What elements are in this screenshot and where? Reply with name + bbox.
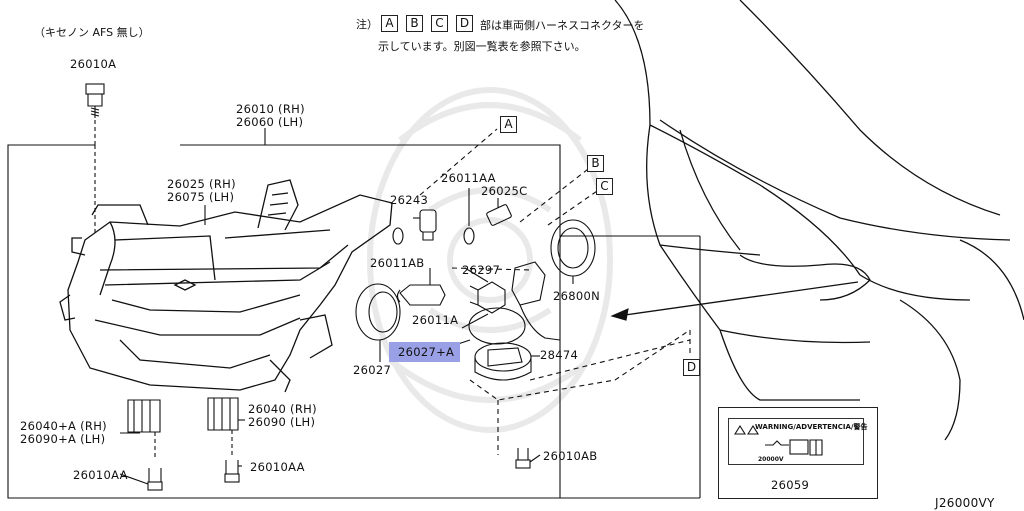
bulb-26297 — [464, 267, 506, 314]
label-26011AA: 26011AA — [441, 171, 496, 185]
clip-26040A — [127, 399, 163, 491]
label-26010AA-right: 26010AA — [250, 460, 305, 474]
note-line-2: 示しています。別図一覧表を参照下さい。 — [378, 40, 586, 53]
label-26027A: 26027+A — [398, 345, 455, 359]
screw-26010AB — [515, 448, 531, 469]
warning-card — [728, 418, 864, 465]
cover-26027 — [355, 283, 401, 362]
connector-box-b: B — [406, 15, 423, 32]
label-26243: 26243 — [390, 193, 429, 207]
socket-26025C — [486, 198, 512, 226]
label-26025C: 26025C — [481, 184, 528, 198]
headlamp-housing — [59, 179, 393, 393]
bulb-26011AA — [463, 188, 475, 245]
label-26011AB: 26011AB — [370, 256, 425, 270]
warning-card-voltage: 20000V — [758, 456, 784, 463]
callout-b: B — [587, 155, 604, 172]
screw-26010A — [85, 83, 105, 118]
callout-a: A — [500, 116, 517, 133]
label-28474: 28474 — [540, 348, 579, 362]
o-ring-26027A — [454, 307, 526, 346]
label-26040: 26040 (RH) 26090 (LH) — [248, 402, 317, 429]
bulb-26011AB — [396, 268, 446, 306]
label-26010A: 26010A — [70, 57, 117, 71]
xenon-note: （キセノン AFS 無し） — [34, 26, 150, 39]
watermark-emblem — [367, 87, 613, 433]
warning-card-text: WARNING/ADVERTENCIA/警告 — [755, 423, 868, 431]
cap-26800N — [550, 219, 596, 284]
connector-box-c: C — [431, 15, 448, 32]
highlight-26027A — [389, 342, 460, 362]
note-line-1: 部は車両側ハーネスコネクターを — [480, 19, 645, 32]
warning-icons — [734, 424, 823, 456]
diagram-code: J26000VY — [935, 496, 995, 510]
callout-d: D — [683, 359, 700, 376]
note-prefix: 注） — [356, 18, 378, 31]
label-26011A: 26011A — [412, 313, 459, 327]
label-26059: 26059 — [771, 478, 810, 492]
connector-box-d: D — [456, 15, 473, 32]
label-26025: 26025 (RH) 26075 (LH) — [167, 177, 236, 204]
label-26010AA-left: 26010AA — [73, 468, 128, 482]
label-26297: 26297 — [462, 263, 501, 277]
callout-c: C — [596, 178, 613, 195]
clip-26040 — [207, 397, 240, 483]
igniter-socket — [511, 261, 561, 341]
vehicle-front — [614, 0, 1024, 441]
connector-box-a: A — [381, 15, 398, 32]
label-26800N: 26800N — [553, 289, 600, 303]
label-26010: 26010 (RH) 26060 (LH) — [236, 102, 305, 129]
label-26027: 26027 — [353, 363, 392, 377]
label-26010AB: 26010AB — [543, 449, 598, 463]
ballast-28474 — [474, 342, 540, 381]
label-26040A: 26040+A (RH) 26090+A (LH) — [20, 419, 107, 446]
warning-label-inset — [718, 407, 878, 499]
bulb-26243 — [392, 209, 437, 245]
